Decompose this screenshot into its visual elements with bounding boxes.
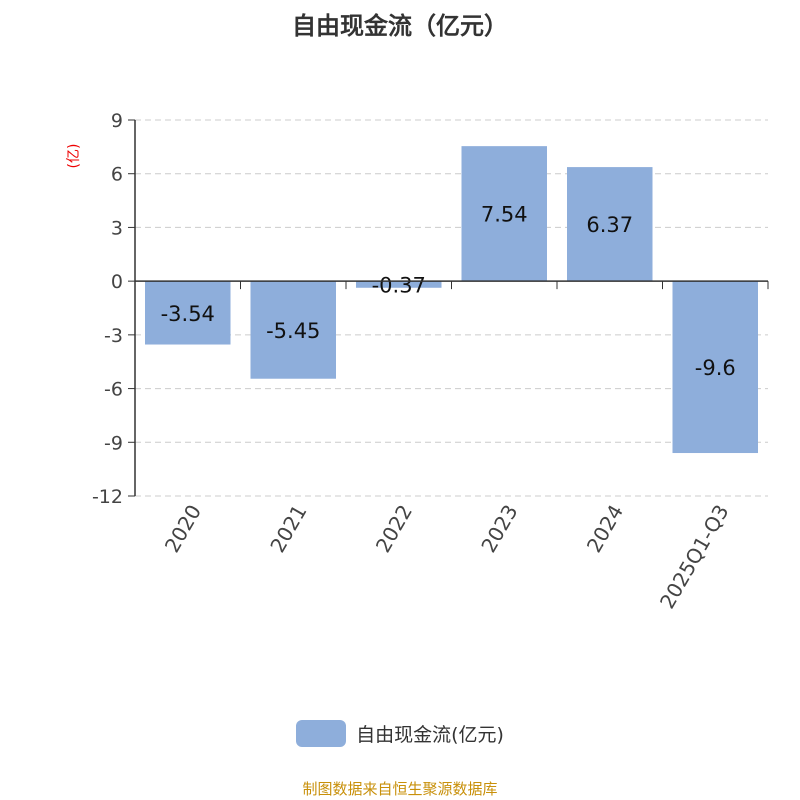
data-label: -9.6 bbox=[695, 356, 736, 380]
y-tick-label: 3 bbox=[111, 217, 123, 239]
bar bbox=[672, 281, 758, 454]
source-footer: 制图数据来自恒生聚源数据库 bbox=[302, 780, 498, 798]
x-tick-label: 2025Q1-Q3 bbox=[655, 501, 734, 613]
y-tick-label: -12 bbox=[92, 486, 123, 508]
x-tick-label: 2020 bbox=[160, 501, 206, 557]
data-label: -3.54 bbox=[161, 302, 215, 326]
x-tick-label: 2021 bbox=[265, 501, 311, 557]
legend-swatch bbox=[296, 720, 347, 747]
bar bbox=[145, 281, 231, 345]
x-tick-label: 2022 bbox=[371, 501, 417, 557]
y-axis-label: (亿) bbox=[66, 144, 82, 169]
legend-label: 自由现金流(亿元) bbox=[356, 724, 504, 746]
x-tick-label: 2024 bbox=[582, 501, 628, 557]
y-tick-label: 6 bbox=[111, 164, 123, 186]
y-tick-label: -6 bbox=[104, 379, 123, 401]
bar bbox=[461, 146, 547, 282]
bar bbox=[356, 281, 442, 288]
bar bbox=[567, 167, 653, 282]
data-label: 6.37 bbox=[586, 213, 633, 237]
chart-title: 自由现金流（亿元） bbox=[292, 12, 508, 40]
x-tick-label: 2023 bbox=[476, 501, 522, 557]
data-label: -5.45 bbox=[266, 319, 320, 343]
y-tick-label: 9 bbox=[111, 110, 123, 132]
data-label: 7.54 bbox=[481, 203, 528, 227]
data-label: -0.37 bbox=[372, 273, 426, 297]
legend[interactable]: 自由现金流(亿元) bbox=[0, 720, 800, 747]
y-tick-label: -3 bbox=[104, 325, 123, 347]
bar bbox=[250, 281, 336, 379]
y-tick-label: 0 bbox=[111, 271, 123, 293]
y-tick-label: -9 bbox=[104, 432, 123, 454]
